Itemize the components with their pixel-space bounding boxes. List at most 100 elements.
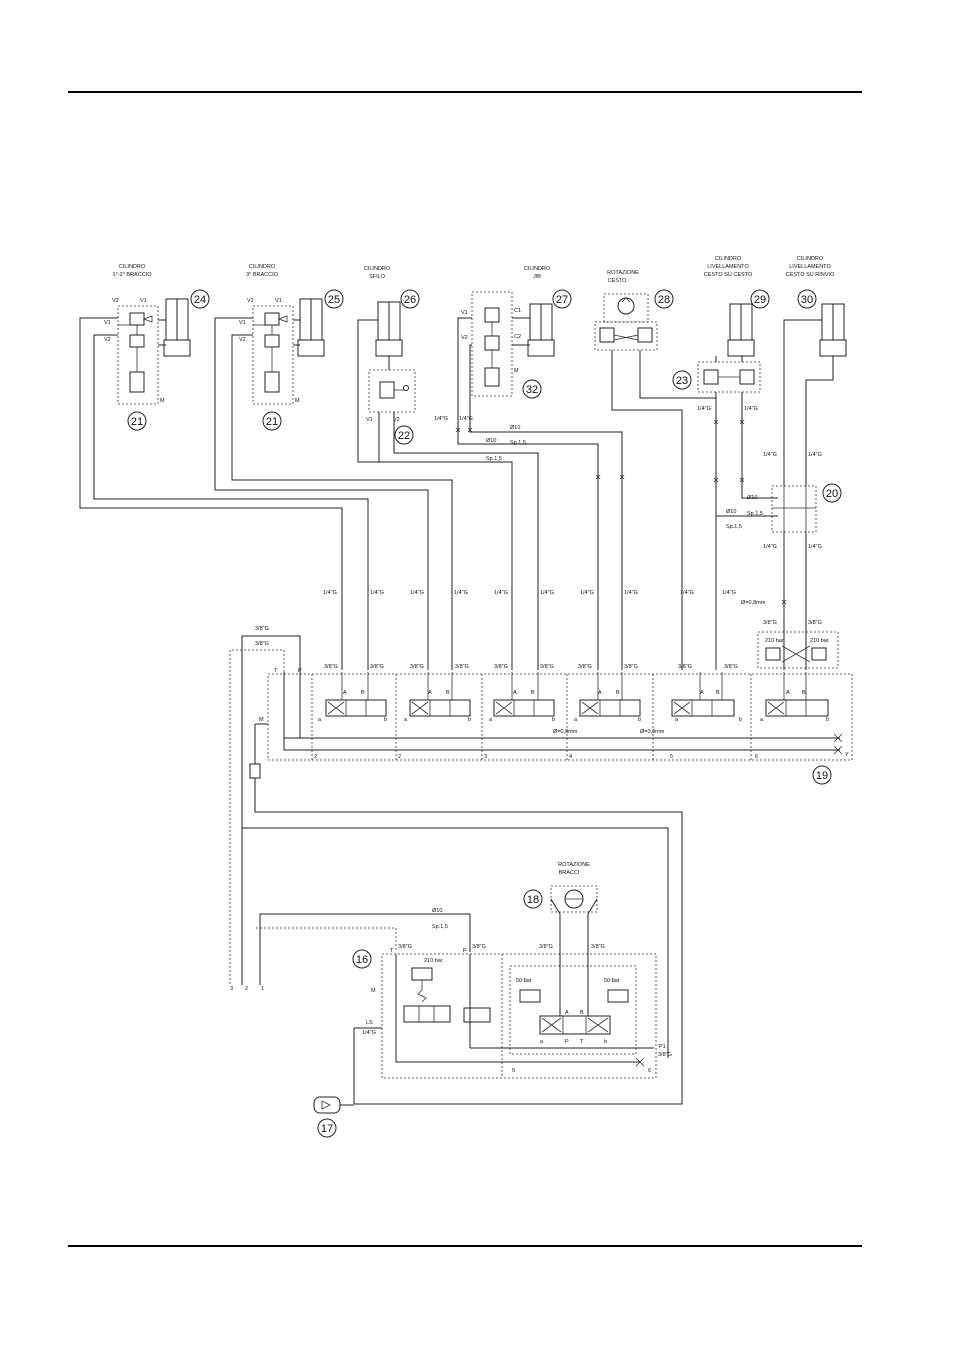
pump-17 <box>313 1096 354 1114</box>
port-t: T <box>274 668 278 674</box>
port-p: P <box>463 948 467 954</box>
cylinder-25 <box>297 298 325 357</box>
port-a: A <box>343 690 347 696</box>
title-motor-28: ROTAZIONE CESTO <box>607 270 639 284</box>
size-label: 3/8"G <box>398 944 412 950</box>
piping-middle: 3 2 1 Ø10 Sp.1,5 <box>229 635 683 1105</box>
port-c2: C2 <box>514 334 521 340</box>
port-v2: V2 <box>247 298 254 304</box>
port-c1: C1 <box>514 308 521 314</box>
relief-block-210: 210 bar 210 bar <box>757 631 839 669</box>
pilot-b: b <box>468 717 471 723</box>
number-text: 18 <box>527 894 539 906</box>
port-a: A <box>700 690 704 696</box>
size-label: 3/8"G <box>539 944 553 950</box>
port-b: B <box>531 690 535 696</box>
label-line: LIVELLAMENTO <box>789 264 831 270</box>
size-label: Ø10 <box>726 509 736 515</box>
pilot-a: a <box>540 1039 544 1045</box>
label-line: ROTAZIONE <box>558 862 590 868</box>
size-label: 3/8"G <box>578 664 592 670</box>
callout-text: 22 <box>398 430 410 442</box>
title-cyl-24: CILINDRO 1°-2° BRACCIO <box>113 264 153 278</box>
size-label: 3/8"G <box>410 664 424 670</box>
title-cyl-29: CILINDRO LIVELLAMENTO CESTO SU CESTO <box>704 256 753 278</box>
valve-block-23 <box>697 361 761 393</box>
size-label: 1/4"G <box>808 452 822 458</box>
port-p: P <box>565 1039 569 1045</box>
port-p1: P1 <box>659 1044 666 1050</box>
pilot-b: b <box>739 717 742 723</box>
port-ls: LS <box>366 1020 373 1026</box>
number-text: 26 <box>404 294 416 306</box>
callout-text: 21 <box>131 416 143 428</box>
callout-text: 20 <box>826 488 838 500</box>
pilot-b: b <box>604 1039 607 1045</box>
valve-block-22: V1 V2 <box>366 369 416 423</box>
number-29: 29 <box>750 289 770 309</box>
cylinder-30 <box>819 303 847 357</box>
line-labels-upper: 1/4"G 1/4"G 1/4"G 1/4"G 1/4"G 1/4"G 1/4"… <box>255 406 822 647</box>
pilot-a: a <box>404 717 408 723</box>
valve-section-1: A B a b 3/8"G 3/8"G <box>318 664 387 723</box>
port-y: Y <box>845 752 849 758</box>
cylinder-29 <box>727 303 755 357</box>
label-line: LIVELLAMENTO <box>707 264 749 270</box>
size-label: Sp.1,5 <box>510 440 526 446</box>
port-v2: V2 <box>104 337 111 343</box>
number-27: 27 <box>552 289 572 309</box>
size-label: 3/8"G <box>624 664 638 670</box>
callout-text: 21 <box>266 416 278 428</box>
label-line: 3° BRACCIO <box>246 272 279 278</box>
number-text: 24 <box>194 294 206 306</box>
valve-section-6: A B a b <box>760 672 829 723</box>
size-label: 1/4"G <box>370 590 384 596</box>
callout-text: 17 <box>321 1123 333 1135</box>
size-label: 3/8"G <box>763 620 777 626</box>
port-b: B <box>580 1010 584 1016</box>
port-m: M <box>259 717 264 723</box>
number-28: 28 <box>654 289 674 309</box>
port-t: T <box>580 1039 584 1045</box>
port-t: T <box>390 948 394 954</box>
size-label: 1/4"G <box>494 590 508 596</box>
pilot-a: a <box>489 717 493 723</box>
motor-18-block <box>550 885 598 913</box>
pilot-b: b <box>826 717 829 723</box>
title-cyl-25: CILINDRO 3° BRACCIO <box>246 264 279 278</box>
number-text: 27 <box>556 294 568 306</box>
number-26: 26 <box>400 289 420 309</box>
size-label: 1/4"G <box>744 406 758 412</box>
section-number: 4 <box>569 754 572 760</box>
port-b: B <box>616 690 620 696</box>
label-line: 1°-2° BRACCIO <box>113 272 153 278</box>
size-label: Ø10 <box>486 438 496 444</box>
pilot-b: b <box>638 717 641 723</box>
size-label: Sp.1,5 <box>726 524 742 530</box>
port-v1: V1 <box>104 320 111 326</box>
size-label: 1/4"G <box>540 590 554 596</box>
pressure-label: 210 bar <box>810 638 829 644</box>
port-a: A <box>786 690 790 696</box>
pressure-label: 50 bar <box>516 978 532 984</box>
cylinder-24 <box>163 298 191 357</box>
size-label: 1/4"G <box>722 590 736 596</box>
valve-block-20 <box>771 485 817 533</box>
label-line: CILINDRO <box>524 266 551 272</box>
pilot-a: a <box>574 717 578 723</box>
distributor-16: 210 bar 50 bar 50 bar A B P T a b 3/8"G … <box>353 898 672 1104</box>
section-number: 2 <box>314 754 317 760</box>
motor-28-block <box>594 293 658 351</box>
callout-text: 16 <box>356 954 368 966</box>
port-a: A <box>428 690 432 696</box>
port-m: M <box>160 398 165 404</box>
port-m: M <box>295 398 300 404</box>
callout-text: 19 <box>816 770 828 782</box>
pressure-label: 210 bar <box>424 958 443 964</box>
size-label: 1/4"G <box>459 416 473 422</box>
size-label: 3/8"G <box>370 664 384 670</box>
port-v1: V1 <box>239 320 246 326</box>
callout-17: 17 <box>317 1118 337 1138</box>
size-label: 3/8"G <box>724 664 738 670</box>
